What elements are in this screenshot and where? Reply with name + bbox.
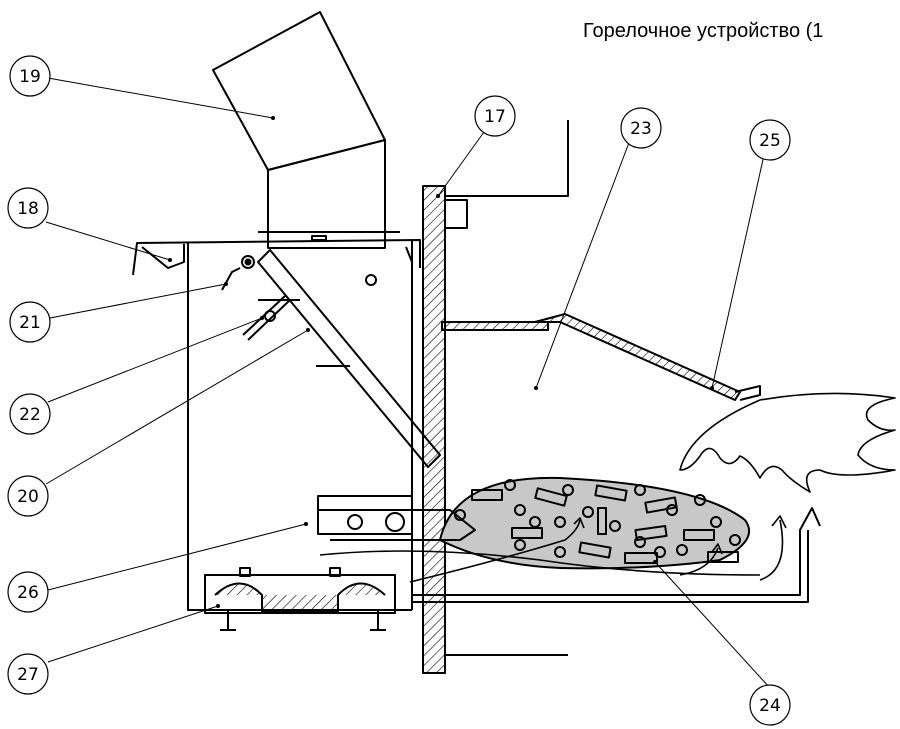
flame-icon (679, 392, 896, 493)
top-deflector (441, 313, 761, 401)
leader-lines (45, 77, 771, 689)
fuel-bed (439, 476, 751, 570)
boiler-wall (422, 120, 569, 674)
callout-23-label: 23 (630, 119, 652, 139)
ash-box (204, 567, 396, 631)
callout-24-label: 24 (759, 696, 781, 716)
callout-27 (7, 653, 49, 695)
callout-17 (474, 95, 516, 137)
burner-tray (412, 507, 821, 603)
callout-24 (749, 684, 791, 726)
feed-mechanism (317, 495, 476, 541)
diagram-title: Горелочное устройство (1 (583, 20, 824, 42)
air-flow-arrows (319, 515, 787, 583)
callout-22-label: 22 (19, 405, 41, 425)
callout-20 (7, 475, 49, 517)
callout-19 (9, 55, 51, 97)
callout-18-label: 18 (17, 199, 39, 219)
callout-21-label: 21 (19, 313, 41, 333)
callout-25 (749, 119, 791, 161)
callout-17-label: 17 (484, 107, 506, 127)
callout-19-label: 19 (19, 67, 41, 87)
callout-22 (9, 393, 51, 435)
callout-27-label: 27 (17, 665, 39, 685)
fuel-hopper-chute (212, 11, 400, 249)
callout-21 (9, 301, 51, 343)
callout-25-label: 25 (759, 131, 781, 151)
callout-26 (7, 571, 49, 613)
callout-23 (620, 107, 662, 149)
callout-18 (7, 187, 49, 229)
callout-26-label: 26 (17, 583, 39, 603)
callout-20-label: 20 (17, 487, 39, 507)
burner-housing (187, 240, 413, 611)
hinge-assembly (221, 255, 291, 341)
